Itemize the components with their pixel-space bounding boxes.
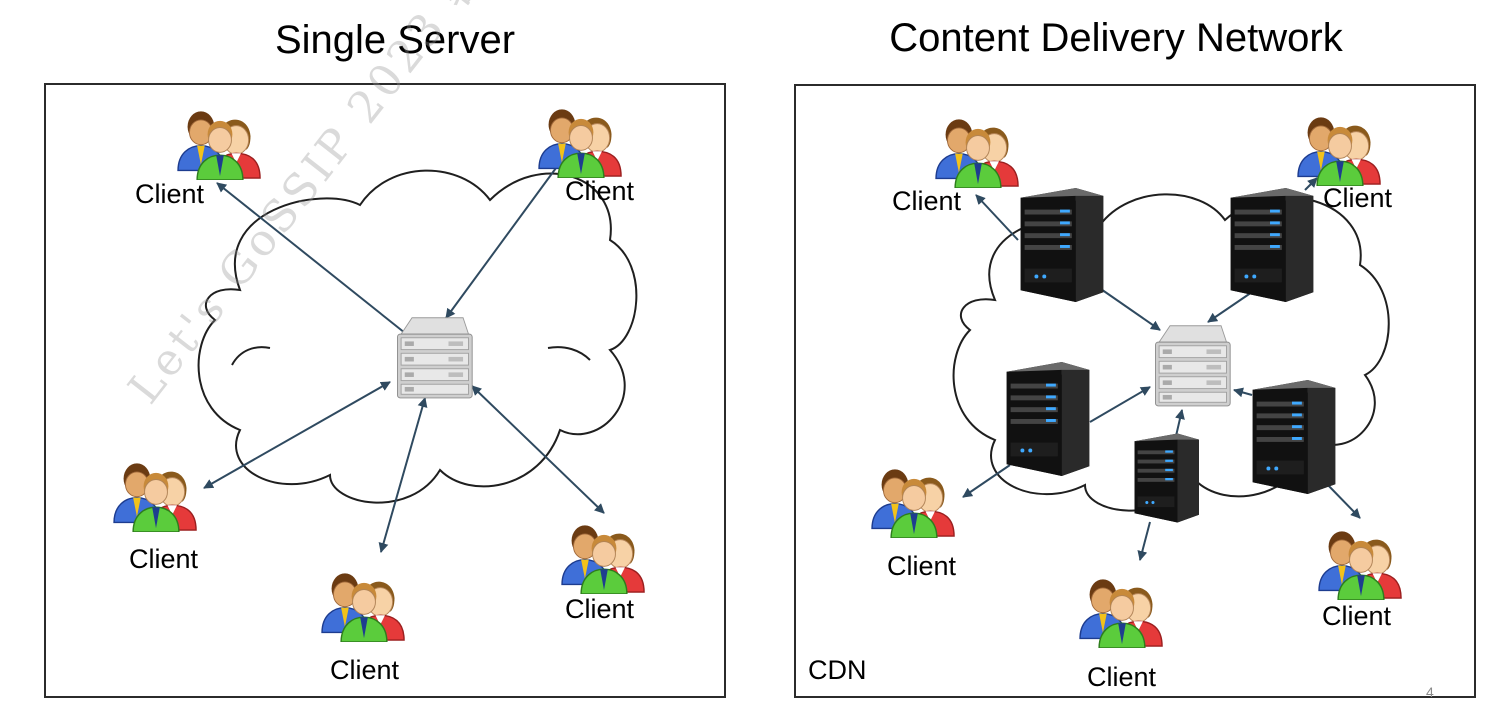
arrow-edge-to-origin-5 xyxy=(1233,387,1253,398)
client-label: Client xyxy=(892,186,962,216)
client-icon xyxy=(1318,530,1402,600)
arrow-edge-to-client-3 xyxy=(962,464,1011,498)
single-server-title: Single Server xyxy=(274,18,516,62)
arrow-from-client-top-right xyxy=(445,167,557,319)
cdn-panel xyxy=(794,84,1476,698)
client-icon xyxy=(935,118,1019,188)
client-label: Client xyxy=(887,551,957,581)
arrow-client-bottom xyxy=(378,397,428,553)
client-label: Client xyxy=(565,176,635,206)
client-label: Client xyxy=(1087,662,1157,692)
client-icon xyxy=(871,468,955,538)
arrow-edge-to-origin-3 xyxy=(1089,386,1151,423)
page-number: 4 xyxy=(1426,684,1434,700)
arrow-edge-to-client-2 xyxy=(1304,177,1318,191)
client-label: Client xyxy=(135,179,205,209)
client-label: Client xyxy=(330,655,400,685)
client-label: Client xyxy=(565,594,635,624)
arrow-client-bottom-right xyxy=(471,385,605,514)
client-icon xyxy=(1297,116,1381,186)
single-server-panel xyxy=(44,83,726,698)
client-icon xyxy=(1079,578,1163,648)
client-label: Client xyxy=(129,544,199,574)
arrow-client-left xyxy=(203,381,391,489)
arrow-to-client-top-left xyxy=(216,182,406,334)
arrow-edge-to-client-5 xyxy=(1324,481,1361,519)
client-label: Client xyxy=(1322,601,1392,631)
cdn-corner-label: CDN xyxy=(808,655,867,685)
arrow-edge-to-client-4 xyxy=(1137,521,1151,561)
cdn-title: Content Delivery Network xyxy=(889,16,1343,60)
arrow-edge-to-origin-4 xyxy=(1175,409,1185,437)
arrow-edge-to-client-1 xyxy=(975,194,1019,241)
client-label: Client xyxy=(1323,183,1393,213)
arrow-edge-to-origin-1 xyxy=(1097,286,1161,331)
